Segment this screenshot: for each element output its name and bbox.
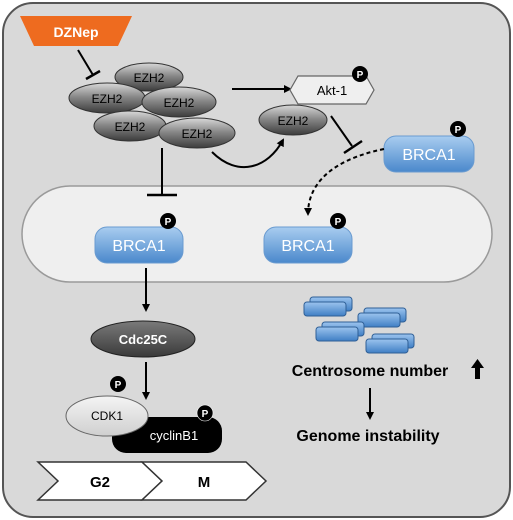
phospho-brca1-icon	[450, 121, 466, 137]
ezh2-label: EZH2	[134, 71, 165, 85]
centrosome-icon	[303, 296, 353, 317]
nucleus	[21, 185, 493, 283]
phospho-cyclinb1-icon	[196, 404, 214, 422]
phase-g2-label: G2	[90, 474, 110, 491]
genome-instability-label: Genome instability	[296, 428, 439, 445]
ezh2-label: EZH2	[164, 96, 195, 110]
ezh2-right	[141, 86, 217, 118]
inhibition-bar-brca1	[343, 139, 363, 155]
phospho-label: P	[202, 409, 209, 420]
brca1-translocation-arrow	[304, 148, 385, 216]
ezh2-single	[258, 104, 328, 136]
akt1-label: Akt-1	[317, 83, 347, 98]
brca1-label: BRCA1	[281, 238, 334, 255]
phospho-brca1-icon	[160, 213, 176, 229]
centrosome-icon	[315, 321, 365, 342]
centrosome-icon	[365, 333, 415, 354]
phospho-label: P	[165, 217, 172, 228]
phospho-label: P	[357, 70, 364, 81]
ezh2-label: EZH2	[115, 120, 146, 134]
dznep-inhibition	[77, 49, 94, 76]
cdk1-label: CDK1	[91, 409, 123, 423]
brca1-label: BRCA1	[112, 238, 165, 255]
phase-m-label: M	[198, 474, 211, 491]
dznep-label: DZNep	[53, 24, 98, 40]
phospho-label: P	[115, 380, 122, 391]
cyclinb1-label: cyclinB1	[150, 428, 198, 443]
phospho-label: P	[335, 217, 342, 228]
ezh2-label: EZH2	[278, 114, 309, 128]
brca1-nuclear-right	[263, 226, 353, 264]
cdc25c-label: Cdc25C	[119, 332, 168, 347]
phase-m-chevron	[140, 461, 268, 501]
centrosome-cluster	[303, 296, 415, 354]
dznep-inhibition-bar	[85, 69, 101, 81]
inhibition-ezh2-to-brca1	[330, 115, 353, 147]
ezh2-label: EZH2	[182, 127, 213, 141]
ezh2-label: EZH2	[92, 92, 123, 106]
cdk1-node	[65, 395, 149, 437]
ezh2-bottom-right	[158, 117, 236, 149]
up-arrow-icon	[471, 359, 484, 379]
centrosome-icon	[357, 307, 407, 328]
phospho-brca1-icon	[330, 213, 346, 229]
brca1-nuclear-left	[94, 226, 184, 264]
brca1-cytoplasmic	[383, 135, 475, 173]
ezh2-top	[114, 62, 184, 92]
arrow-ezh2-to-ezh2	[211, 138, 284, 168]
phospho-label: P	[455, 125, 462, 136]
phospho-cdk1-icon	[110, 376, 126, 392]
brca1-label: BRCA1	[402, 147, 455, 164]
centrosome-number-label: Centrosome number	[292, 363, 448, 380]
cdc25c-node	[90, 320, 196, 358]
ezh2-cluster: EZH2 EZH2 EZH2 EZH2 EZH2	[68, 62, 236, 149]
phospho-akt1-icon	[352, 66, 368, 82]
dznep-drug	[20, 16, 132, 46]
